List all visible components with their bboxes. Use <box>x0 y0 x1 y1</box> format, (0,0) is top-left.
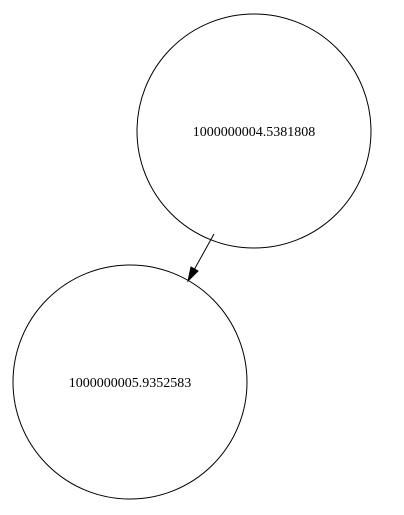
node-circle-1 <box>136 13 372 249</box>
node-circle-2 <box>12 264 248 500</box>
node-label-2: 1000000005.9352583 <box>69 376 192 391</box>
graph-node-1: 1000000004.5381808 <box>136 13 372 249</box>
edge-arrowhead <box>187 266 199 283</box>
graph-node-2: 1000000005.9352583 <box>12 264 248 500</box>
node-label-1: 1000000004.5381808 <box>193 125 316 140</box>
graph-edge-1-2 <box>187 233 215 283</box>
edge-line <box>193 233 215 271</box>
